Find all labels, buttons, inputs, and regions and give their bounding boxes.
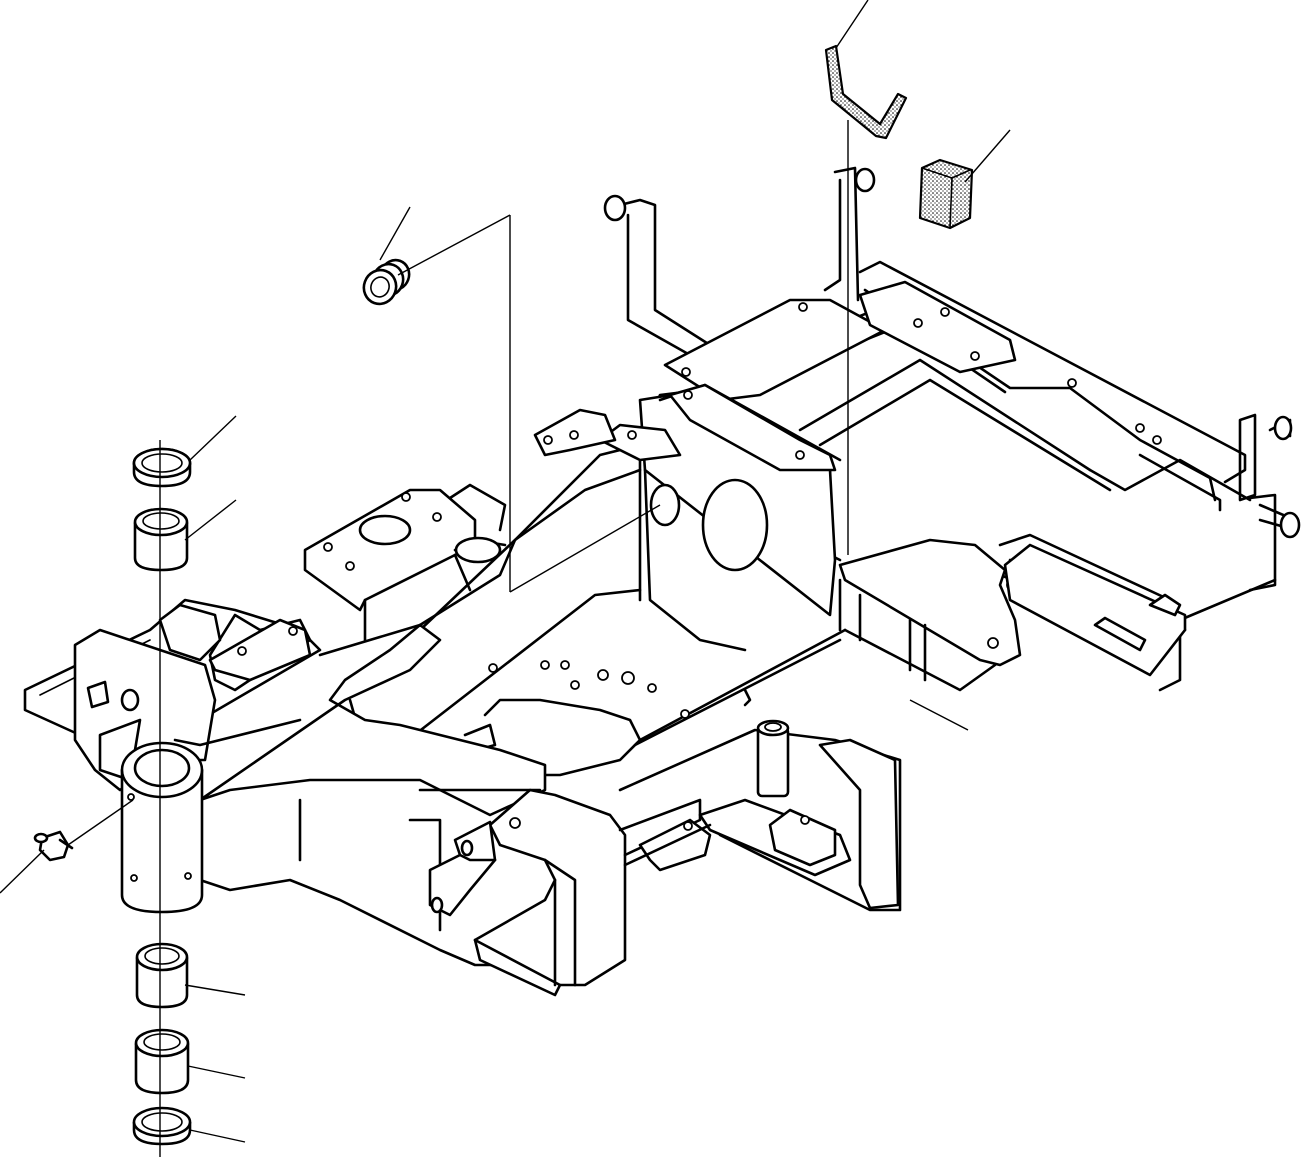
left-brackets <box>303 483 507 642</box>
right-cross-beam <box>633 533 1187 747</box>
foot-bracket <box>428 788 702 997</box>
hose-guard <box>824 44 908 140</box>
bushing-lower-2 <box>134 1028 190 1095</box>
grommet <box>362 258 411 306</box>
grease-fitting <box>33 830 74 862</box>
seal-ring-upper <box>132 447 192 488</box>
center-frame <box>343 383 847 777</box>
seal-ring-lower <box>132 1106 192 1146</box>
boom-boss <box>120 741 204 914</box>
bushing-lower <box>135 942 189 1009</box>
front-cross-beam <box>618 719 902 912</box>
swing-bracket-body <box>23 538 547 967</box>
bushing-upper <box>133 507 189 572</box>
leader-lines <box>0 0 1011 1157</box>
rubber-cushion <box>918 158 974 230</box>
